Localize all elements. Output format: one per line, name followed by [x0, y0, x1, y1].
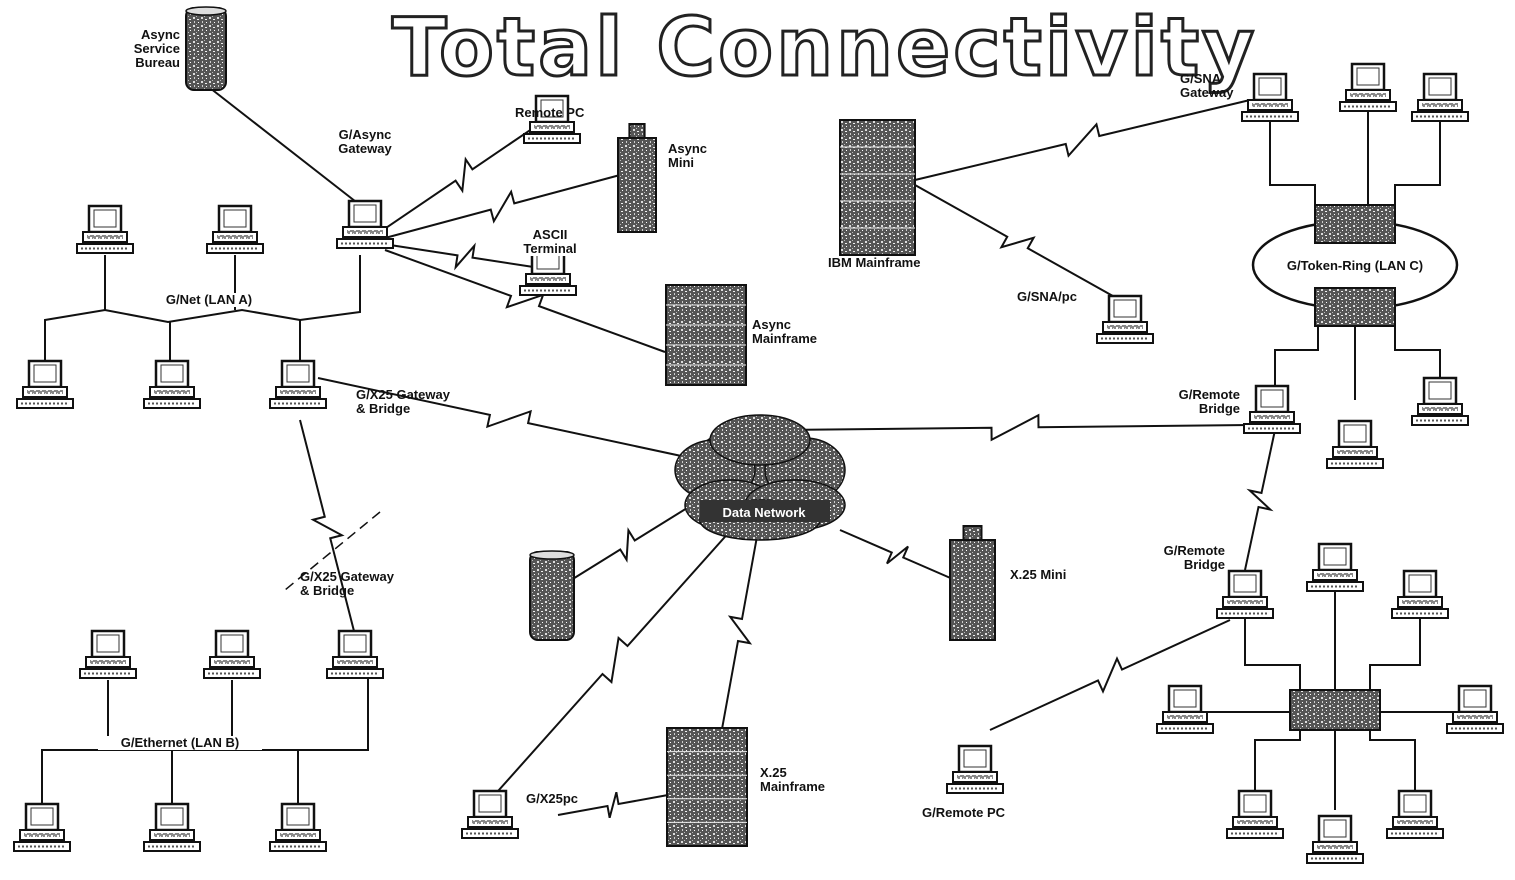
token-ring-hub-top-icon [1314, 204, 1396, 244]
lan-a-pc-4-icon [143, 359, 201, 409]
remote-bridge-top-icon [1243, 384, 1301, 434]
label-async-mini: Async Mini [668, 141, 708, 170]
g-remote-pc-icon [946, 744, 1004, 794]
label-data-network: Data Network [722, 505, 806, 520]
async-mainframe-icon [665, 284, 747, 386]
lan-b-pc-5-icon [269, 802, 327, 852]
link-remote-bridges [1244, 429, 1276, 571]
x25-mini-icon [949, 525, 996, 641]
label-g-x25-gateway-bridge-bottom: G/X25 Gateway & Bridge [300, 569, 394, 598]
link-async-mini [384, 174, 621, 239]
token-ring-link-6 [1394, 318, 1441, 378]
x25-mainframe-icon [666, 727, 748, 847]
lan-a-pc-1-icon [76, 204, 134, 254]
label-g-remote-bridge-top: G/Remote Bridge [1178, 387, 1240, 416]
br-link-8 [1369, 725, 1416, 790]
label-remote-pc-top: Remote PC [515, 105, 585, 120]
link-remote-pc [989, 619, 1231, 731]
device-nodes [13, 6, 1504, 864]
br-pc-5-icon [1446, 684, 1504, 734]
br-link-3 [1369, 610, 1421, 690]
token-ring-pc-5-icon [1326, 419, 1384, 469]
label-g-token-ring: G/Token-Ring (LAN C) [1286, 258, 1424, 273]
g-x25pc-icon [461, 789, 519, 839]
disk-storage-icon [529, 550, 575, 641]
label-ibm-mainframe: IBM Mainframe [828, 255, 921, 270]
lan-b-pc-3-icon [13, 802, 71, 852]
label-g-async-gateway: G/Async Gateway [338, 127, 392, 156]
link-remote-pc-top [379, 117, 549, 233]
link-x25pc-x25-mainframe [557, 791, 669, 819]
br-pc-7-icon [1306, 814, 1364, 864]
br-hub-icon [1289, 689, 1381, 731]
async-mini-icon [617, 123, 657, 233]
remote-bridge-bottom-pc-icon [1216, 569, 1274, 619]
token-ring-pc-3-icon [1411, 72, 1469, 122]
label-g-sna-gateway: G/SNA Gateway [1180, 71, 1234, 100]
lan-b-pc-1-icon [79, 629, 137, 679]
label-x25-mini: X.25 Mini [1010, 567, 1067, 582]
link-service-bureau [209, 87, 361, 206]
ibm-mainframe-icon [839, 119, 916, 256]
token-ring-link-3 [1394, 122, 1441, 210]
link-ibm-sna-gateway [914, 99, 1251, 181]
async-service-bureau-icon [185, 6, 227, 91]
data-network-cloud-icon [674, 414, 846, 541]
link-cloud-remote-bridge [779, 413, 1251, 442]
lan-a-pc-2-icon [206, 204, 264, 254]
br-pc-4-icon [1156, 684, 1214, 734]
link-async-mainframe [384, 249, 666, 353]
label-async-mainframe: Async Mainframe [752, 317, 818, 346]
link-cloud-x25-mainframe [719, 519, 761, 741]
label-g-snapc: G/SNA/pc [1017, 289, 1077, 304]
token-ring-pc-6-icon [1411, 376, 1469, 426]
link-ascii-terminal [389, 242, 541, 271]
lan-b-pc-4-icon [143, 802, 201, 852]
x25-gateway-bridge-pc-icon [269, 359, 327, 409]
label-g-x25-gateway-bridge-top: G/X25 Gateway & Bridge [356, 387, 450, 416]
x25-gateway-bridge-bottom-pc-icon [326, 629, 384, 679]
br-pc-3-icon [1391, 569, 1449, 619]
link-cloud-x25-mini [839, 529, 956, 581]
token-ring-hub-bottom-icon [1314, 287, 1396, 327]
br-link-6 [1254, 725, 1301, 790]
link-lines [41, 87, 1475, 819]
label-x25-mainframe: X.25 Mainframe [760, 765, 826, 794]
lan-a-bus [44, 308, 301, 360]
br-pc-8-icon [1386, 789, 1444, 839]
br-pc-6-icon [1226, 789, 1284, 839]
label-g-ethernet-lan-b: G/Ethernet (LAN B) [98, 736, 262, 750]
label-ascii-terminal: ASCII Terminal [510, 228, 590, 256]
async-gateway-pc-icon [336, 199, 394, 249]
label-g-remote-bridge-bottom: G/Remote Bridge [1163, 543, 1225, 572]
link-dashed-cut [284, 511, 381, 591]
link-ibm-snapc [914, 184, 1121, 301]
lan-a-drop-gateway [299, 255, 361, 321]
label-g-x25pc: G/X25pc [526, 791, 579, 806]
link-x25-gateway-lan-b [299, 419, 356, 636]
label-g-net-lan-a: G/Net (LAN A) [142, 293, 276, 307]
lan-b-pc-2-icon [203, 629, 261, 679]
link-cloud-x25pc [489, 519, 741, 801]
label-g-remote-pc: G/Remote PC [922, 805, 1006, 820]
br-pc-2-icon [1306, 542, 1364, 592]
link-cloud-drum [554, 499, 701, 591]
lan-b-bus [41, 678, 369, 805]
label-async-service-bureau: Async Service Bureau [133, 27, 180, 70]
br-link-1 [1244, 610, 1301, 690]
page-title: Total Connectivity [391, 0, 1258, 95]
lan-a-pc-3-icon [16, 359, 74, 409]
sna-gateway-pc-icon [1241, 72, 1299, 122]
g-snapc-icon [1096, 294, 1154, 344]
token-ring-link-4 [1274, 318, 1319, 385]
remote-pc-top-icon [523, 94, 581, 144]
token-ring-pc-2-icon [1339, 62, 1397, 112]
token-ring-link-1 [1269, 122, 1316, 210]
link-x25-gateway-cloud [317, 377, 701, 461]
